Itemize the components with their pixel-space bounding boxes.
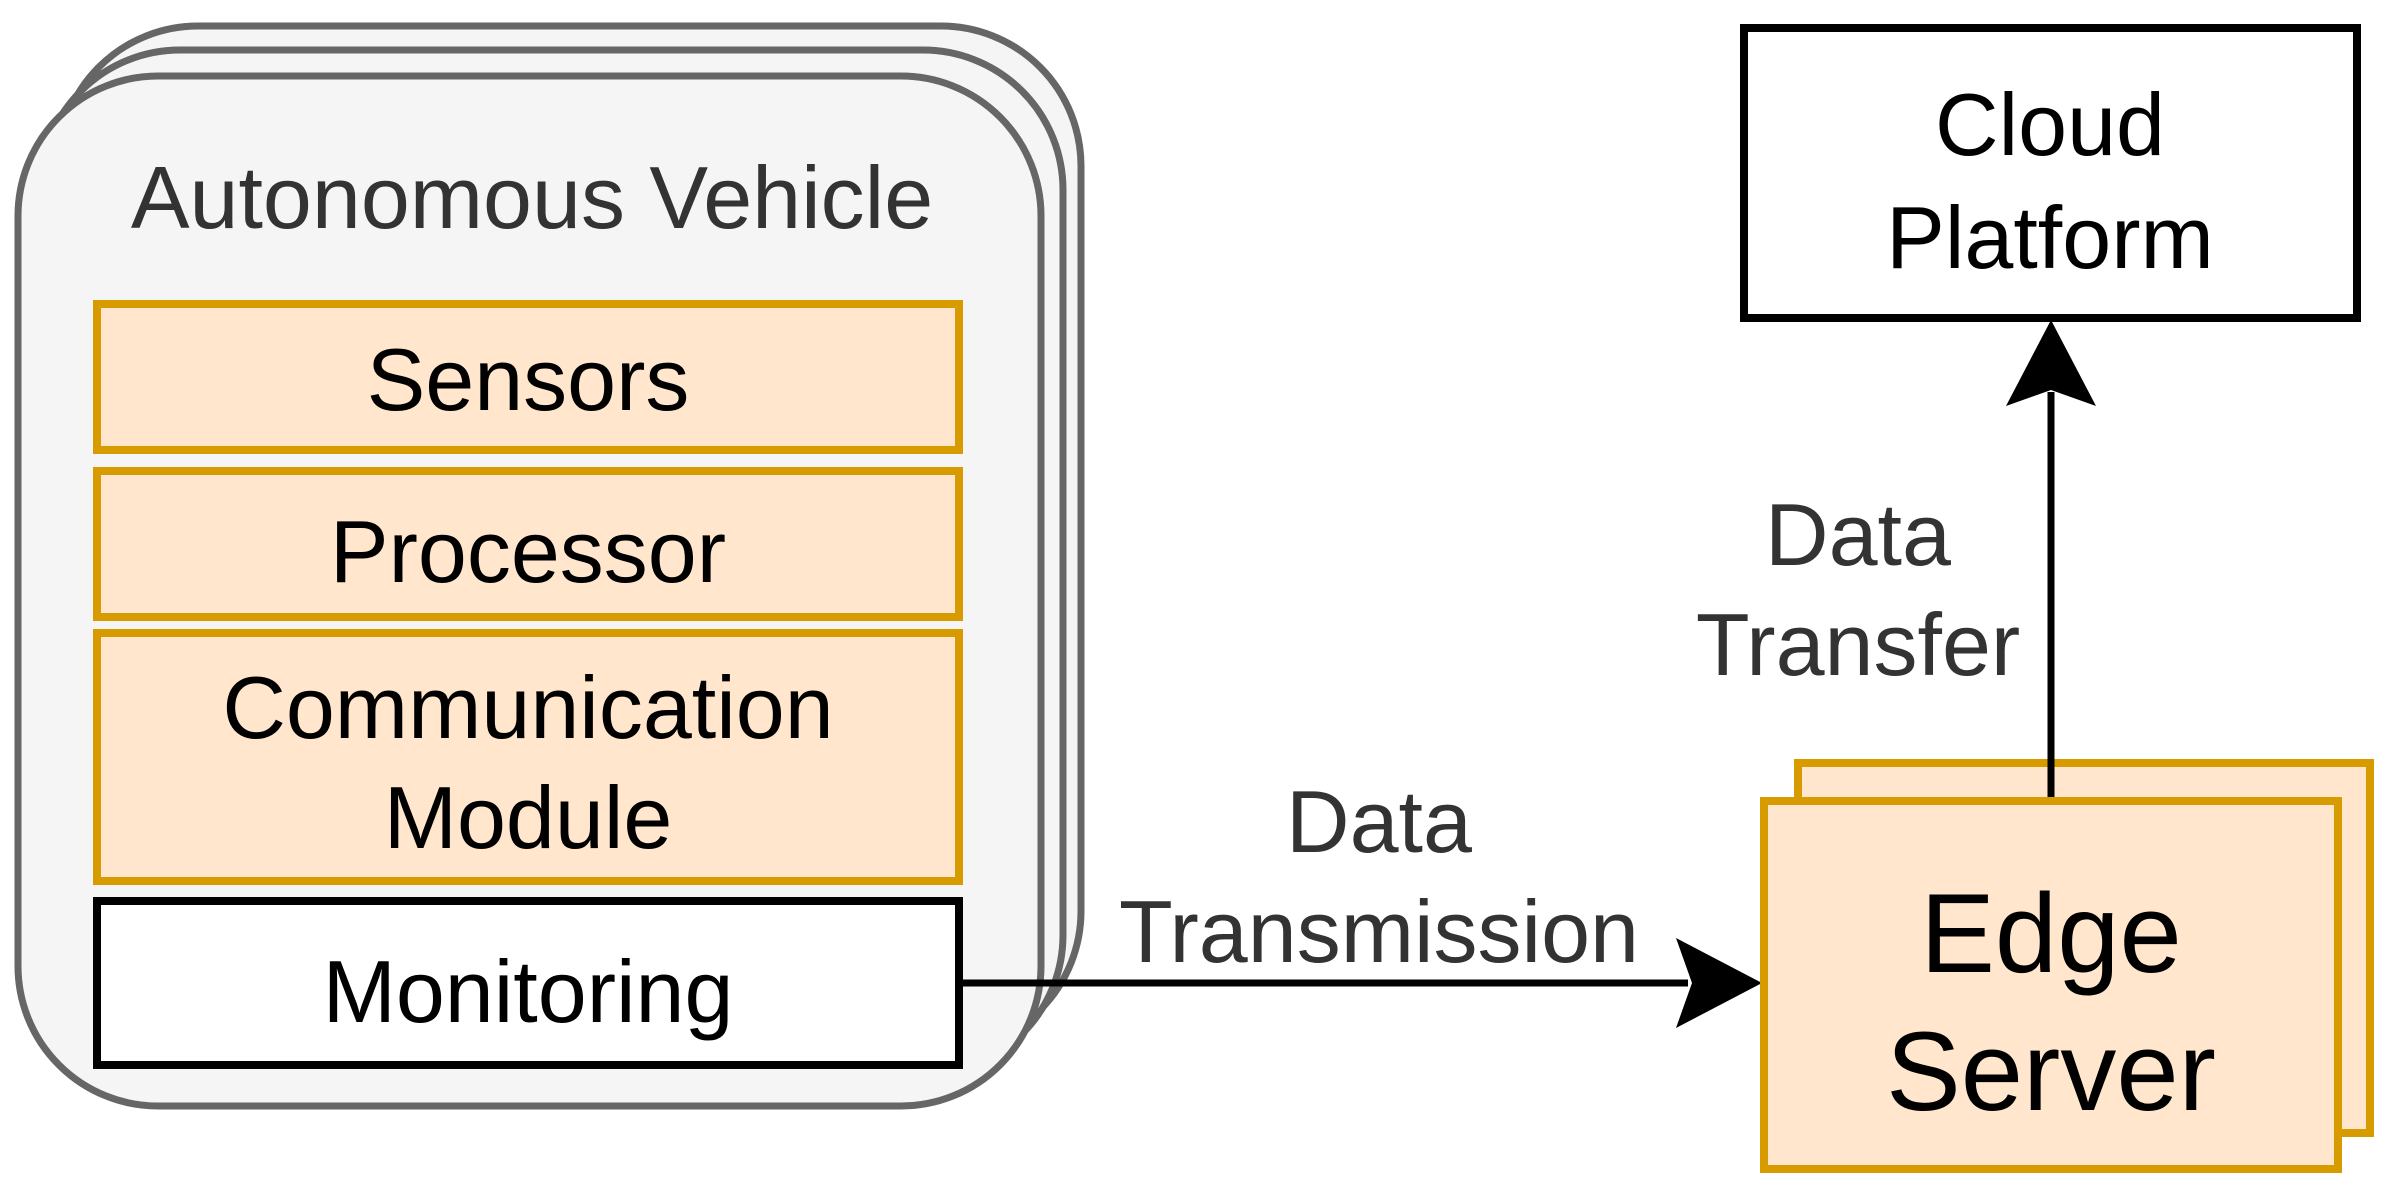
data-transmission-arrowhead	[1676, 938, 1762, 1028]
sensors-component: Sensors	[93, 300, 963, 454]
edge-server-label-line1: Edge	[1920, 871, 2182, 996]
data-transfer-label-line1: Data	[1765, 485, 1951, 584]
processor-label: Processor	[330, 502, 726, 601]
monitoring-component: Monitoring	[93, 897, 963, 1069]
processor-box	[93, 467, 963, 621]
data-transmission-label-line1: Data	[1286, 772, 1472, 871]
vehicle-title: Autonomous Vehicle	[131, 148, 933, 247]
monitoring-label: Monitoring	[323, 942, 734, 1041]
edge-server-label-line2: Server	[1886, 1009, 2216, 1134]
sensors-label: Sensors	[367, 330, 690, 429]
monitoring-box	[93, 897, 963, 1069]
sensors-box	[93, 300, 963, 454]
communication-module-box	[93, 629, 963, 885]
communication-label-line2: Module	[384, 768, 673, 867]
edge-server-box	[1760, 797, 2342, 1173]
data-transfer-edge: Data Transfer	[1696, 320, 2096, 797]
cloud-platform-box	[1740, 24, 2361, 322]
data-transfer-label-line2: Transfer	[1696, 595, 2020, 694]
processor-component: Processor	[93, 467, 963, 621]
communication-label-line1: Communication	[222, 658, 833, 757]
data-transfer-arrowhead	[2006, 320, 2096, 406]
communication-module-component: Communication Module	[93, 629, 963, 885]
edge-server-group: Edge Server	[1760, 759, 2374, 1173]
cloud-platform-label-line2: Platform	[1886, 188, 2214, 287]
data-transmission-edge: Data Transmission	[959, 772, 1762, 1028]
data-transmission-label-line2: Transmission	[1119, 882, 1639, 981]
cloud-platform-label-line1: Cloud	[1935, 75, 2165, 174]
cloud-platform-node: Cloud Platform	[1740, 24, 2361, 322]
